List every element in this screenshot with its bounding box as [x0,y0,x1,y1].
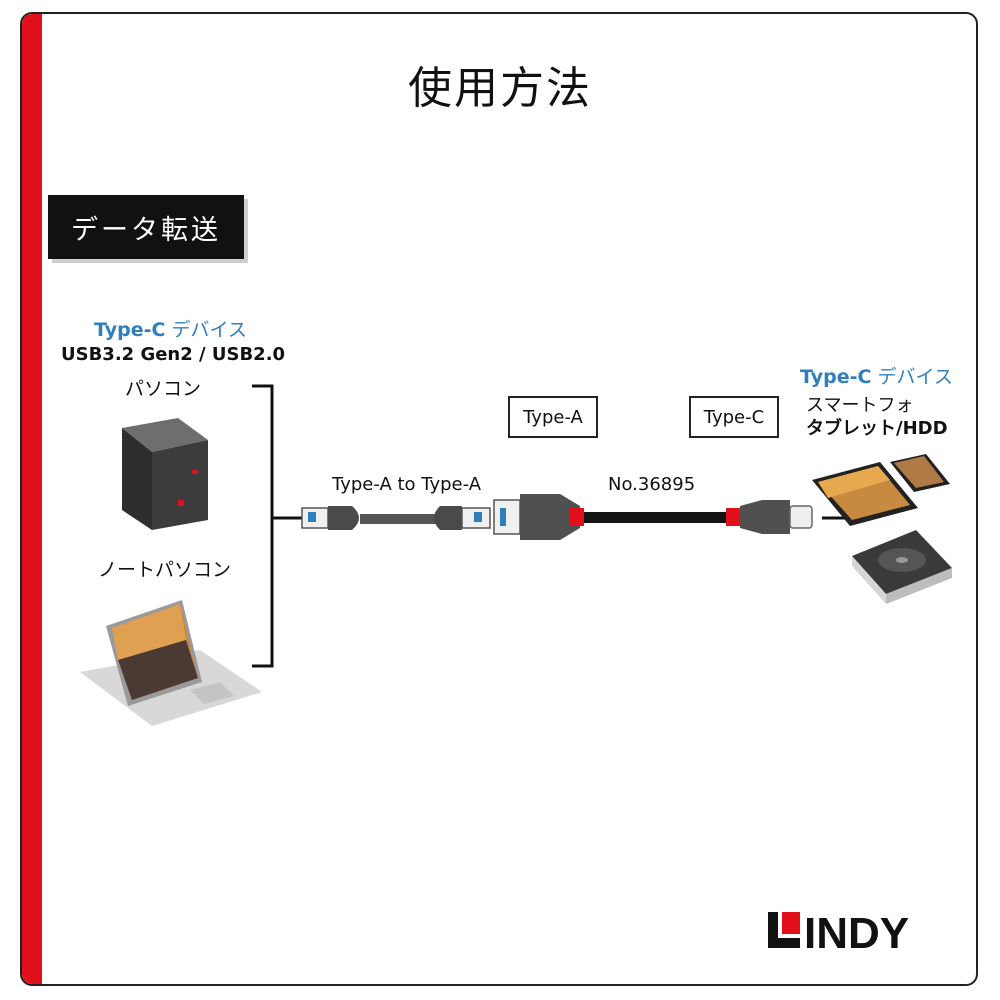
type-a-label: Type-A [523,406,583,428]
left-device-spec: USB3.2 Gen2 / USB2.0 [61,344,286,365]
lindy-logo-text: INDY [804,909,909,958]
right-device-line1: スマートフォ [806,395,914,416]
type-c-label-box: Type-C [689,396,779,438]
connection-bracket [252,384,302,668]
laptop-icon [80,600,262,726]
adapter-label: Type-A to Type-A [332,474,482,495]
right-device-line2: タブレット/HDD [806,418,948,439]
section-tag: データ転送 [48,195,244,259]
left-device-heading: Type-C デバイス [94,315,247,342]
type-a-label-box: Type-A [508,396,598,438]
left-device-label: デバイス [171,319,247,341]
lindy-logo: INDY [768,909,909,958]
desktop-pc-icon [122,418,208,530]
right-device-label: デバイス [877,366,953,388]
model-number: No.36895 [608,474,696,495]
hdd-icon [852,530,952,604]
left-device-type: Type-C [94,319,166,341]
pc-label: パソコン [125,378,202,400]
tablet-icon [812,462,918,526]
right-device-heading: Type-C デバイス [800,362,953,389]
red-side-bar [22,14,42,984]
smartphone-icon [890,454,950,492]
laptop-label: ノートパソコン [98,559,232,581]
right-device-type: Type-C [800,366,872,388]
usb-cable-36895 [493,494,813,540]
type-c-label: Type-C [703,406,765,428]
page-title: 使用方法 [408,63,592,114]
type-a-adapter [301,506,491,530]
